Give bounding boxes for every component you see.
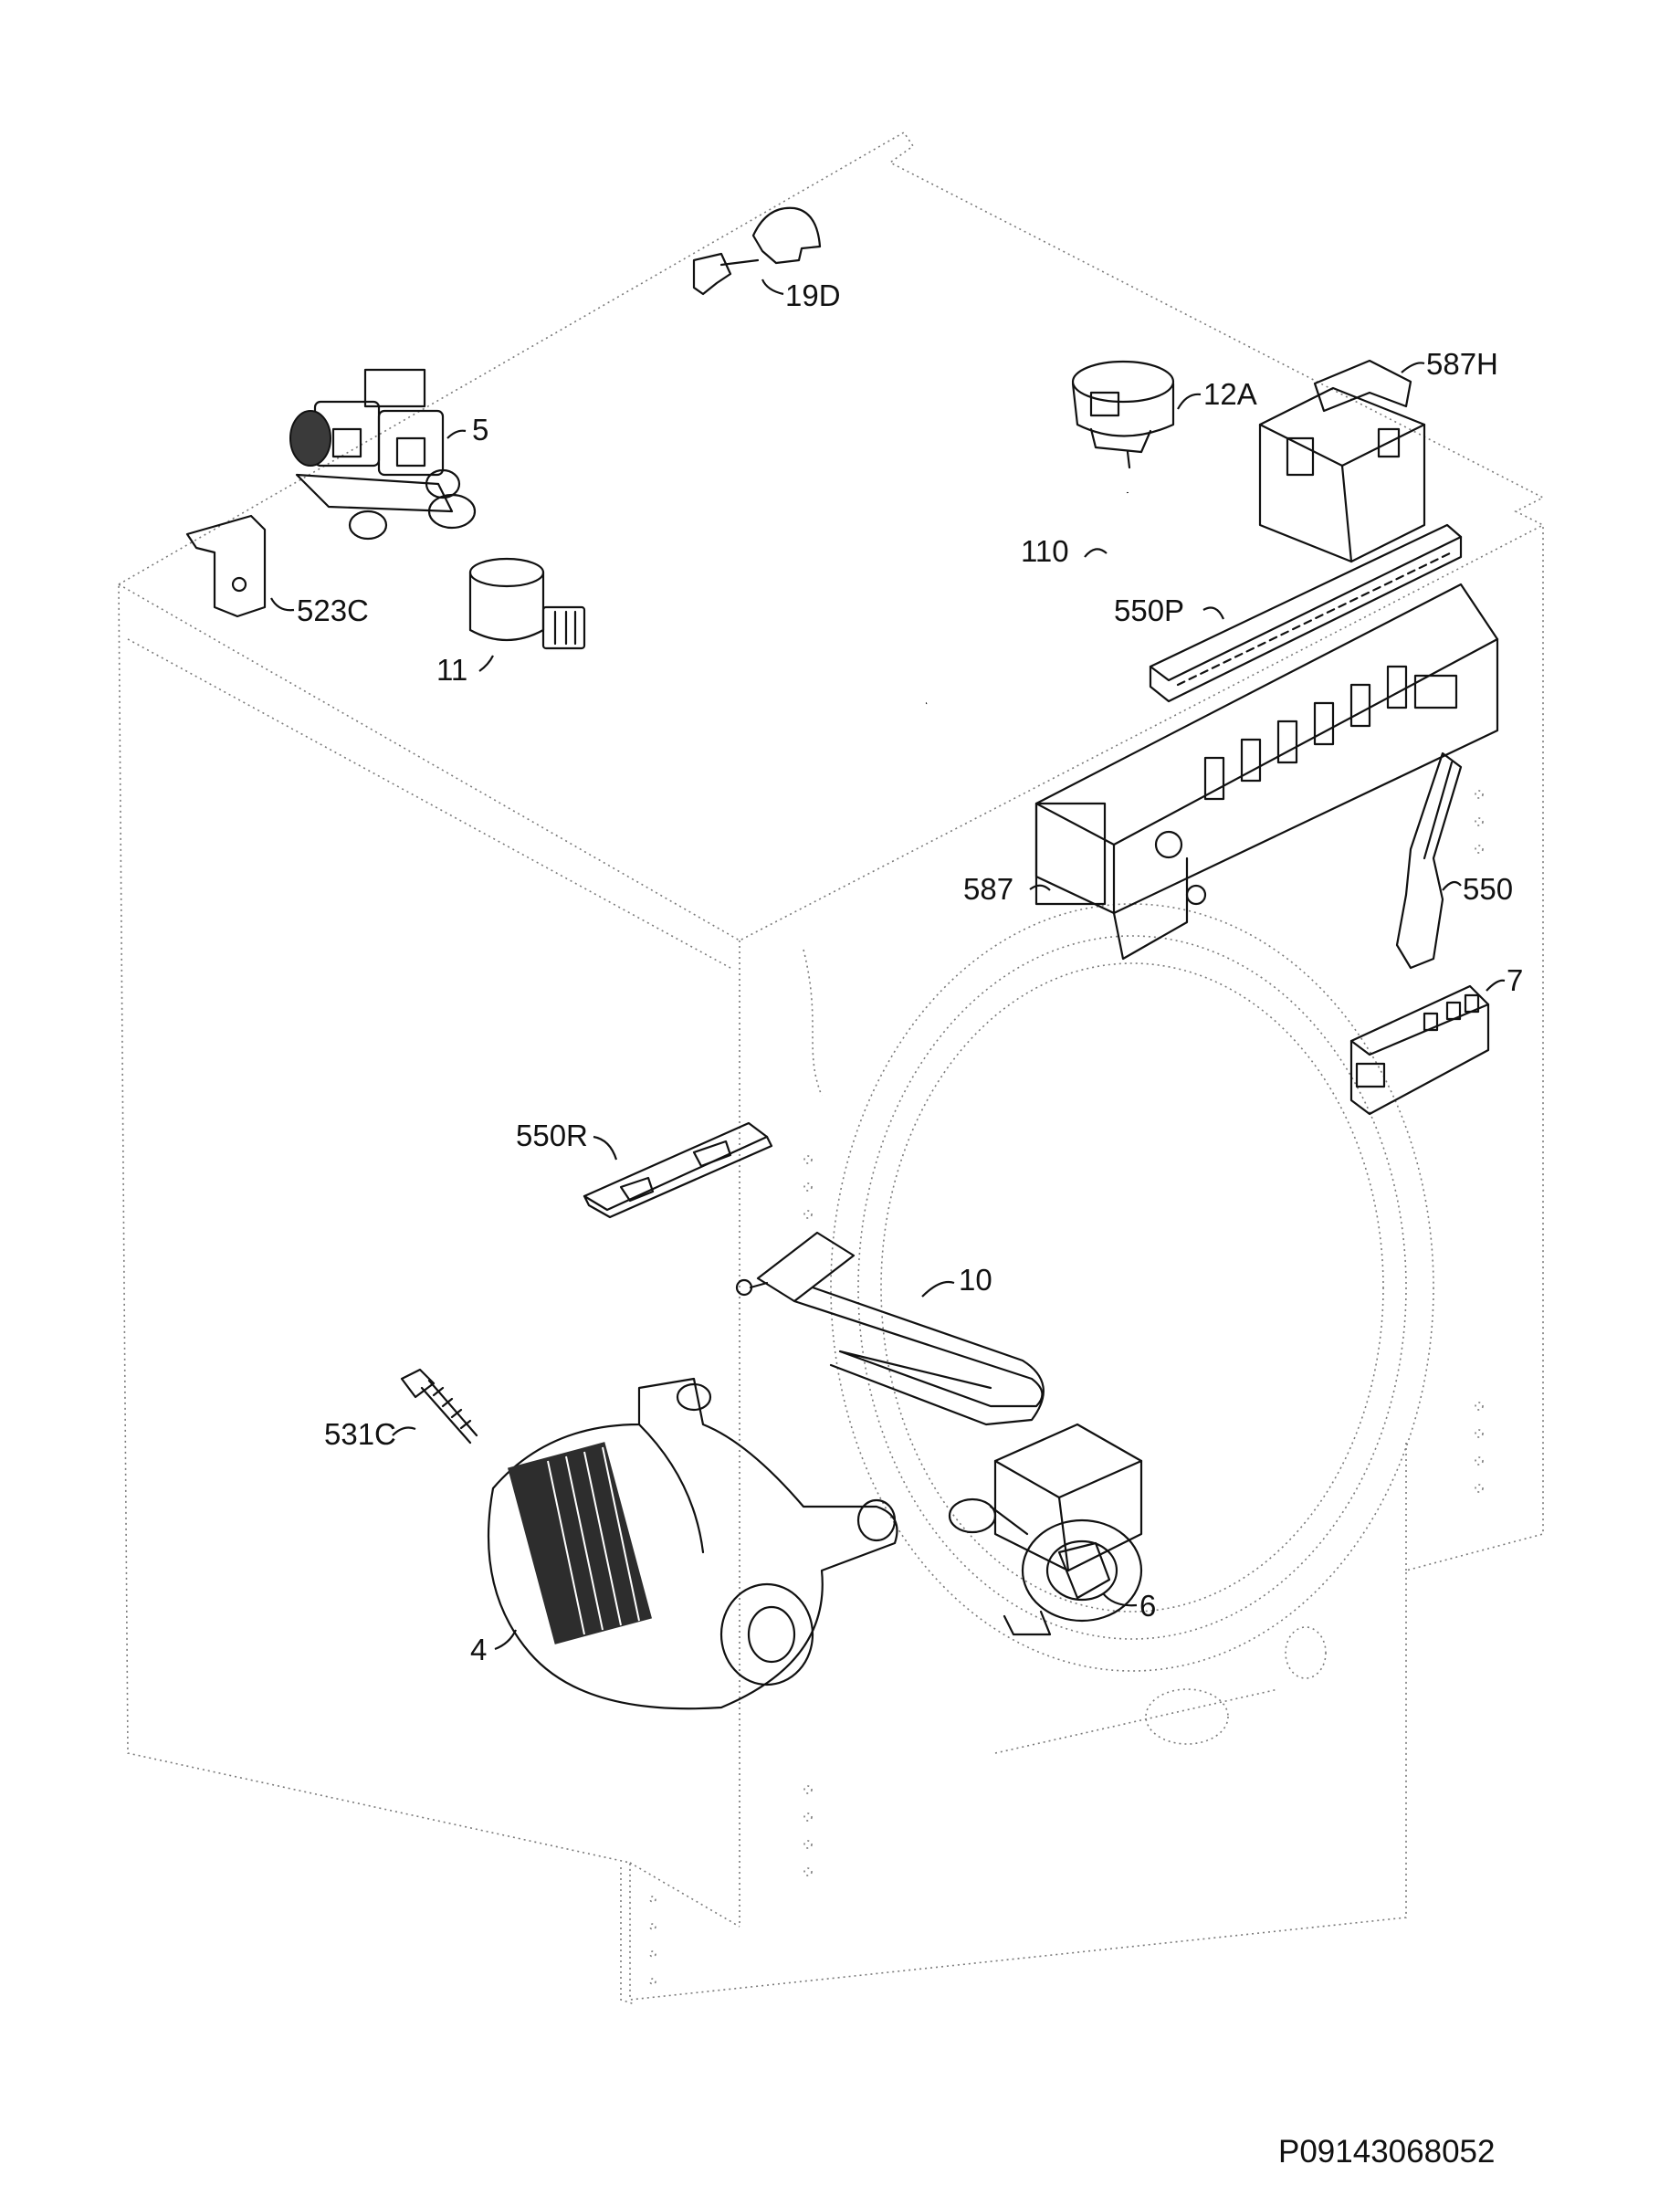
part-523C-drawing bbox=[185, 514, 267, 618]
part-4-drawing bbox=[487, 1377, 898, 1710]
part-label-550: 550 bbox=[1442, 872, 1513, 906]
part-110-drawing bbox=[925, 491, 1131, 705]
part-label-550R: 550R bbox=[516, 1119, 618, 1161]
part-19D-drawing bbox=[692, 206, 822, 296]
label-587: 587 bbox=[963, 872, 1013, 906]
label-10: 10 bbox=[959, 1263, 992, 1297]
appliance-cabinet-outline bbox=[118, 131, 1545, 2005]
part-531C-drawing bbox=[400, 1368, 478, 1445]
part-label-550P: 550P bbox=[1114, 594, 1225, 627]
label-523C: 523C bbox=[297, 594, 369, 627]
part-label-12A: 12A bbox=[1177, 377, 1257, 411]
label-531C: 531C bbox=[324, 1417, 396, 1451]
part-7-drawing bbox=[1349, 984, 1490, 1116]
document-code: P09143068052 bbox=[1278, 2134, 1495, 2170]
label-5: 5 bbox=[472, 413, 488, 447]
part-label-5: 5 bbox=[446, 413, 488, 447]
label-7: 7 bbox=[1507, 963, 1523, 997]
part-label-11: 11 bbox=[436, 653, 494, 687]
part-label-110: 110 bbox=[1021, 534, 1108, 568]
part-550-drawing bbox=[1395, 751, 1463, 970]
part-label-6: 6 bbox=[1102, 1589, 1156, 1623]
label-4: 4 bbox=[470, 1633, 487, 1666]
part-10-drawing bbox=[735, 1231, 1045, 1426]
part-label-531C: 531C bbox=[324, 1417, 416, 1451]
label-110: 110 bbox=[1021, 534, 1069, 568]
part-587-drawing bbox=[1034, 583, 1499, 961]
label-550P: 550P bbox=[1114, 594, 1184, 627]
part-11-drawing bbox=[468, 557, 586, 650]
part-label-19D: 19D bbox=[761, 278, 841, 312]
part-550R-drawing bbox=[583, 1121, 773, 1219]
label-6: 6 bbox=[1139, 1589, 1156, 1623]
label-12A: 12A bbox=[1203, 377, 1257, 411]
part-label-523C: 523C bbox=[270, 594, 369, 627]
part-label-587: 587 bbox=[963, 872, 1051, 906]
label-587H: 587H bbox=[1426, 347, 1498, 381]
part-label-4: 4 bbox=[470, 1629, 517, 1666]
label-550: 550 bbox=[1463, 872, 1513, 906]
label-11: 11 bbox=[436, 653, 467, 687]
part-label-10: 10 bbox=[921, 1263, 992, 1298]
part-label-587H: 587H bbox=[1401, 347, 1498, 381]
label-550R: 550R bbox=[516, 1119, 588, 1152]
part-5-drawing bbox=[289, 368, 477, 541]
part-550P-drawing bbox=[1149, 523, 1463, 703]
part-12A-drawing bbox=[1071, 360, 1175, 469]
part-587H-drawing bbox=[1258, 359, 1426, 563]
part-6-drawing bbox=[948, 1423, 1143, 1636]
label-19D: 19D bbox=[785, 278, 841, 312]
part-label-7: 7 bbox=[1486, 963, 1523, 997]
